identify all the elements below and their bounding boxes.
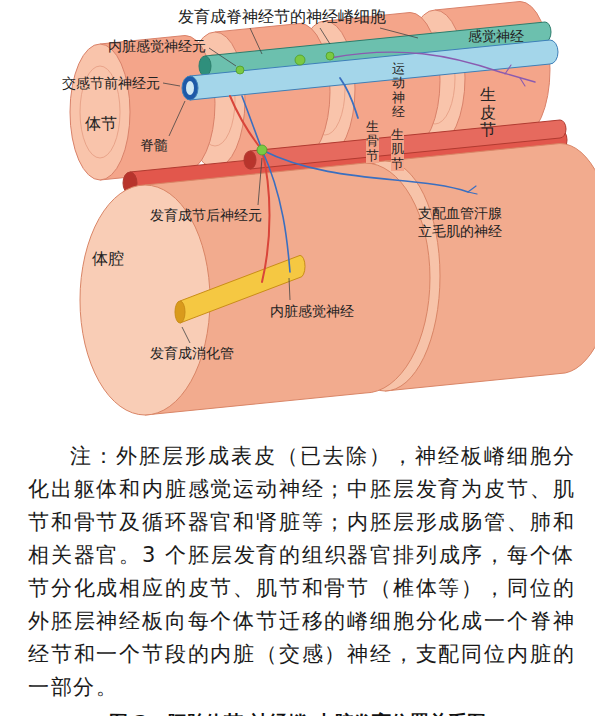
callout-label: 发育成节后神经元 xyxy=(150,207,262,223)
leader-line xyxy=(250,28,262,54)
visceral-sensory-neuron xyxy=(242,96,262,150)
callout-label: 发育成消化管 xyxy=(150,345,234,361)
embryo-illustration xyxy=(0,0,595,440)
callout-label: 内脏感觉神经 xyxy=(270,303,354,319)
leader-line xyxy=(182,327,190,343)
skin-autonomic-nerve xyxy=(262,150,468,192)
figure-caption: 图 2 胚胎体节-神经嵴-内脏发育位置关系图 xyxy=(0,710,595,716)
callout-label: 发育成脊神经节的神经嵴细胞 xyxy=(178,8,386,26)
note-paragraph: 注：外胚层形成表皮（已去除），神经板嵴细胞分化出躯体和内脏感觉运动神经；中胚层发… xyxy=(28,440,575,704)
spinal-cord-face xyxy=(182,76,198,100)
leader-line xyxy=(320,28,330,44)
leader-line xyxy=(258,158,262,205)
leader-line xyxy=(209,48,236,66)
sensory-nerve xyxy=(330,52,535,82)
leader-line xyxy=(163,83,180,86)
spinal-cord-side xyxy=(190,40,558,100)
callout-label: 运动神经 xyxy=(392,62,405,119)
leader-line xyxy=(289,278,290,300)
spinal-canal xyxy=(186,81,194,95)
callout-label: 生骨节 xyxy=(366,120,379,163)
callout-label: 生肌节 xyxy=(391,128,404,171)
gut-tube-face xyxy=(175,301,185,323)
callout-label: 交感节前神经元 xyxy=(62,75,160,91)
ganglion xyxy=(326,52,334,60)
nerve-branch xyxy=(505,65,525,86)
ganglion xyxy=(295,55,305,65)
leader-line xyxy=(169,101,185,136)
callout-label: 体节 xyxy=(85,115,117,133)
motor-nerve xyxy=(340,78,358,118)
callout-label: 感觉神经 xyxy=(468,28,524,44)
preganglionic-nerve xyxy=(230,96,262,150)
ganglion xyxy=(257,145,267,155)
postganglionic-nerve xyxy=(262,150,270,282)
ganglion xyxy=(236,66,244,74)
callout-label: 体腔 xyxy=(92,250,124,268)
callout-label: 支配血管汗腺立毛肌的神经 xyxy=(418,205,505,240)
somite-face xyxy=(70,44,130,180)
callout-label: 生皮节 xyxy=(480,86,496,139)
aorta-rear-face xyxy=(244,151,256,169)
nerve-branch xyxy=(468,186,477,194)
neural-crest-tube-face xyxy=(199,56,211,76)
visceral-sensory-nerve xyxy=(262,150,290,272)
illustration-group xyxy=(70,2,595,416)
leader-line xyxy=(380,28,418,38)
callout-label: 内脏感觉神经元 xyxy=(108,38,206,54)
callout-label: 脊髓 xyxy=(140,137,168,153)
